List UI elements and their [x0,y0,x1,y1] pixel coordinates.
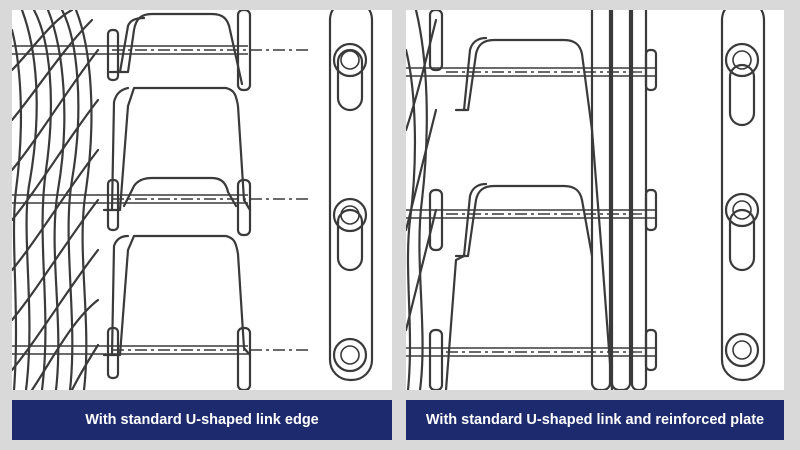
diagram-panel-u-link-edge [12,10,392,390]
reinforced-plate-drawing [406,10,766,390]
side-plate-chain [720,10,766,382]
diagram-panel-reinforced-plate [406,10,784,390]
rod-centerlines [112,49,312,351]
spiral-wire-mesh [406,10,444,390]
caption-reinforced-plate: With standard U-shaped link and reinforc… [406,400,784,440]
cross-rods [12,45,248,355]
cross-rods [406,67,656,357]
u-shaped-links [444,36,614,390]
side-plate-chain [328,10,374,382]
u-shaped-links [102,10,252,390]
spiral-wire-mesh [12,10,100,390]
u-link-edge-drawing [12,10,374,390]
reinforced-plates [590,10,658,390]
rod-centerlines [446,71,646,353]
caption-u-link-edge: With standard U-shaped link edge [12,400,392,440]
